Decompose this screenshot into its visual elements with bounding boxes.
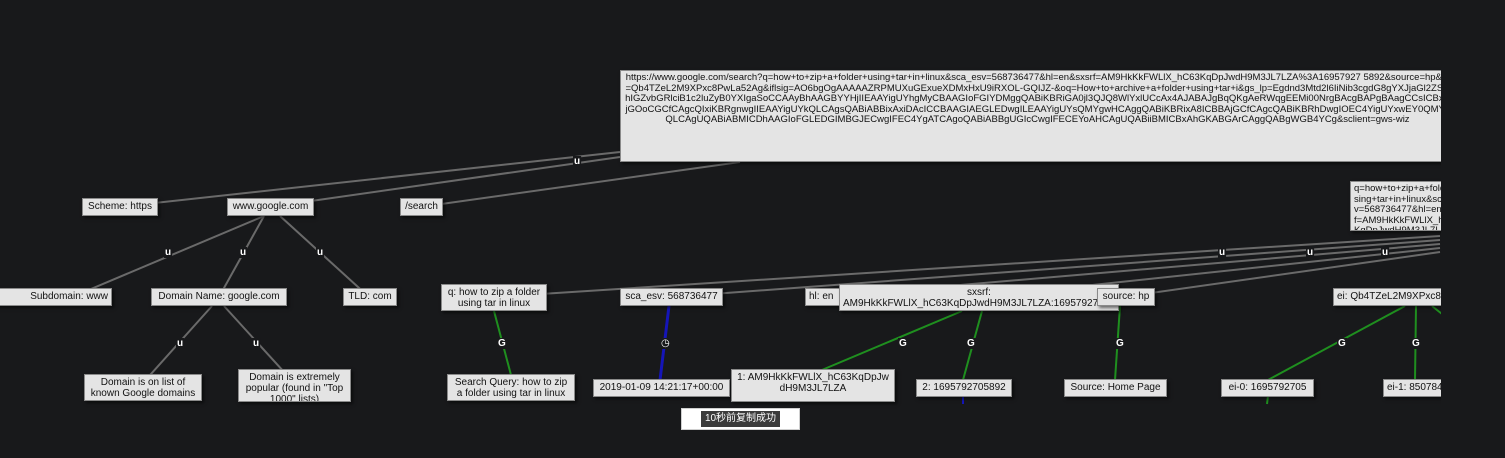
edge-label-background — [497, 338, 507, 349]
edge-label-background — [316, 247, 325, 258]
node-ei-0[interactable]: ei-0: 1695792705 — [1221, 379, 1314, 397]
edge-label-u: u — [317, 247, 323, 258]
node-path[interactable]: /search — [400, 198, 443, 216]
edge-ei-0 — [1267, 305, 1406, 381]
edge-label-u: u — [1219, 247, 1225, 258]
node-subdomain[interactable]: Subdomain: www — [0, 288, 112, 306]
edge-label-g: G — [899, 338, 907, 349]
edge-label-background — [1337, 338, 1347, 349]
node-q[interactable]: q: how to zip a folder using tar in linu… — [441, 284, 547, 311]
edge-label-g: G — [967, 338, 975, 349]
edge-label-background — [252, 338, 261, 349]
edge-label-background — [660, 338, 671, 349]
edge-label-u: u — [574, 156, 580, 167]
edge-label-background — [1411, 338, 1421, 349]
edge-label-background — [898, 338, 908, 349]
edge-label-u: u — [165, 247, 171, 258]
edge-label-background — [1306, 247, 1315, 258]
edge-labels: u u u u u u u u u G G G G G G ◷ — [164, 156, 1421, 349]
edge-ei-2 — [1431, 305, 1443, 315]
node-sxsrf[interactable]: sxsrf: AM9HkKkFWLlX_hC63KqDpJwdH9M3JL7LZ… — [839, 284, 1119, 311]
clock-icon: ◷ — [661, 338, 670, 349]
node-search-query[interactable]: Search Query: how to zip a folder using … — [447, 374, 575, 401]
edge-query-q — [493, 235, 1441, 298]
edge-label-background — [239, 247, 248, 258]
node-source-home[interactable]: Source: Home Page — [1064, 379, 1167, 397]
node-domain[interactable]: www.google.com — [227, 198, 314, 216]
edge-label-g: G — [498, 338, 506, 349]
node-popular[interactable]: Domain is extremely popular (found in "T… — [238, 369, 351, 402]
node-source[interactable]: source: hp — [1097, 288, 1155, 306]
node-sxsrf-1[interactable]: 1: AM9HkKkFWLlX_hC63KqDpJwdH9M3JL7LZA — [731, 369, 895, 402]
node-sca-esv[interactable]: sca_esv: 568736477 — [620, 288, 723, 306]
edge-label-u: u — [253, 338, 259, 349]
node-known-google[interactable]: Domain is on list of known Google domain… — [84, 374, 202, 401]
copy-success-text: 10秒前复制成功 — [700, 411, 781, 427]
edge-label-u: u — [240, 247, 246, 258]
edge-label-u: u — [1307, 247, 1313, 258]
edge-label-background — [966, 338, 976, 349]
node-hl[interactable]: hl: en — [805, 288, 843, 306]
node-sxsrf-2[interactable]: 2: 1695792705892 — [916, 379, 1012, 397]
edge-label-background — [1381, 247, 1390, 258]
edge-domain-tld — [279, 215, 370, 298]
right-panel-edge — [1441, 0, 1505, 458]
edge-label-u: u — [1382, 247, 1388, 258]
edge-query-source — [1122, 251, 1441, 298]
edge-url-domain — [268, 156, 621, 208]
edge-url-scheme — [117, 151, 621, 208]
edge-ei-0-below — [1266, 395, 1269, 405]
edge-label-background — [1218, 247, 1227, 258]
copy-success-toast: 10秒前复制成功 — [681, 408, 800, 430]
edge-label-g: G — [1116, 338, 1124, 349]
node-tld[interactable]: TLD: com — [343, 288, 397, 306]
edge-url-path — [419, 161, 741, 208]
edge-label-g: G — [1338, 338, 1346, 349]
edge-label-background — [164, 247, 173, 258]
edge-label-background — [573, 156, 582, 167]
node-full-url[interactable]: https://www.google.com/search?q=how+to+z… — [620, 70, 1455, 162]
node-domain-name[interactable]: Domain Name: google.com — [151, 288, 287, 306]
edge-sxsrf-1 — [809, 310, 963, 376]
node-scheme[interactable]: Scheme: https — [82, 198, 158, 216]
edge-label-g: G — [1412, 338, 1420, 349]
edge-label-u: u — [177, 338, 183, 349]
node-timestamp[interactable]: 2019-01-09 14:21:17+00:00 — [593, 379, 730, 397]
edge-label-background — [1115, 338, 1125, 349]
edge-label-background — [176, 338, 185, 349]
node-ei[interactable]: ei: Qb4TZeL2M9XPxc8PwLa52Ag — [1333, 288, 1455, 306]
